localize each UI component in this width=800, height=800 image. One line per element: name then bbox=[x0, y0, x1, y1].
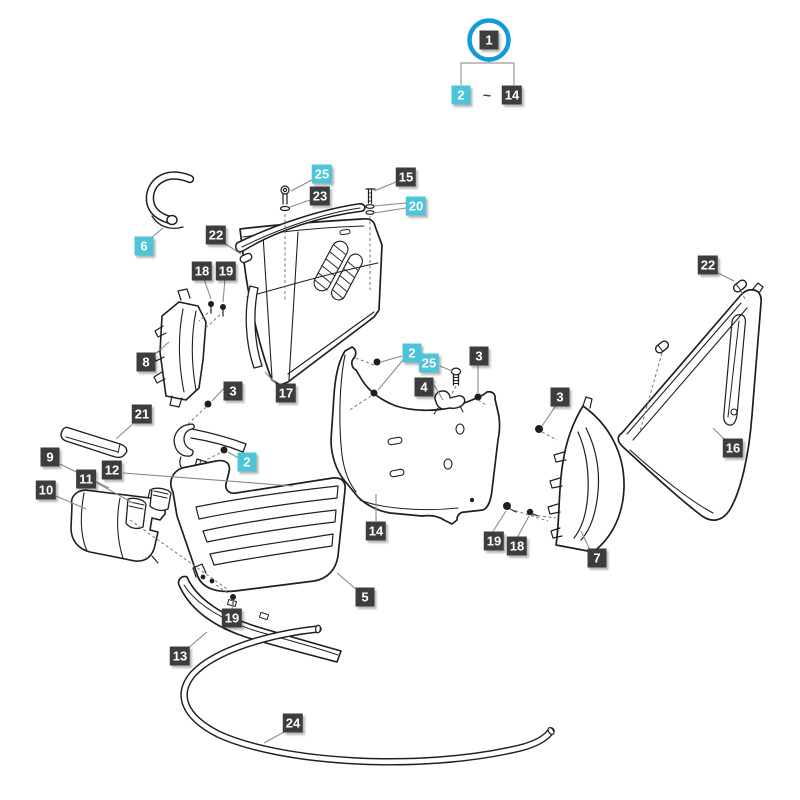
callout-2-20[interactable]: 2 bbox=[402, 343, 422, 363]
range-separator: ~ bbox=[482, 87, 492, 103]
callout-24-34[interactable]: 24 bbox=[282, 713, 304, 733]
callout-22-7[interactable]: 22 bbox=[205, 225, 227, 245]
callout-12-16[interactable]: 12 bbox=[101, 460, 123, 480]
assembly-dash-lines bbox=[129, 214, 747, 595]
callout-3-12[interactable]: 3 bbox=[223, 381, 243, 401]
part-13-lower-trim bbox=[177, 563, 342, 663]
part-14-front-panel bbox=[330, 346, 501, 525]
callout-14-2[interactable]: 14 bbox=[501, 85, 523, 105]
leader-lines bbox=[55, 179, 735, 744]
part-7-side-trim bbox=[547, 396, 625, 553]
callout-3-24[interactable]: 3 bbox=[550, 387, 570, 407]
bolt-25 bbox=[450, 367, 462, 386]
part-21-trim-bar bbox=[60, 426, 128, 459]
callout-22-29[interactable]: 22 bbox=[697, 255, 719, 275]
hood-vent-grille bbox=[313, 240, 364, 301]
callout-20-6[interactable]: 20 bbox=[405, 196, 427, 216]
part-12-plate bbox=[149, 487, 172, 512]
callout-17-13[interactable]: 17 bbox=[275, 383, 297, 403]
part-4-latch bbox=[434, 390, 466, 410]
part-hood-front-trim bbox=[235, 203, 366, 264]
part-8-bracket-panel bbox=[152, 288, 207, 408]
part-6-handle bbox=[145, 171, 195, 230]
part-24-bumper-tube bbox=[180, 624, 555, 766]
callout-15-5[interactable]: 15 bbox=[395, 167, 417, 187]
part-5-front-grille bbox=[170, 423, 346, 593]
callout-7-28[interactable]: 7 bbox=[587, 548, 607, 568]
callout-2-19[interactable]: 2 bbox=[237, 452, 257, 472]
part-3-pillar-strip bbox=[245, 285, 263, 369]
part-16-side-panel bbox=[617, 279, 764, 521]
callout-5-31[interactable]: 5 bbox=[355, 587, 375, 607]
screw-25-washer-23 bbox=[279, 185, 291, 212]
selected-item-highlight-circle bbox=[467, 18, 511, 62]
callout-3-22[interactable]: 3 bbox=[469, 346, 489, 366]
callout-25-3[interactable]: 25 bbox=[311, 164, 333, 184]
callout-21-14[interactable]: 21 bbox=[131, 404, 153, 424]
callout-19-10[interactable]: 19 bbox=[215, 261, 237, 281]
callout-13-33[interactable]: 13 bbox=[169, 646, 191, 666]
callout-19-26[interactable]: 19 bbox=[483, 531, 505, 551]
callout-18-9[interactable]: 18 bbox=[191, 261, 213, 281]
part-17-hood-panel bbox=[239, 217, 383, 386]
callout-2-1[interactable]: 2 bbox=[451, 85, 471, 105]
callout-4-23[interactable]: 4 bbox=[414, 377, 434, 397]
callout-18-27[interactable]: 18 bbox=[506, 536, 528, 556]
callout-11-17[interactable]: 11 bbox=[76, 469, 96, 489]
callout-10-18[interactable]: 10 bbox=[35, 480, 57, 500]
callout-9-15[interactable]: 9 bbox=[40, 447, 60, 467]
callout-23-4[interactable]: 23 bbox=[309, 186, 331, 206]
callout-8-11[interactable]: 8 bbox=[136, 352, 156, 372]
callout-19-32[interactable]: 19 bbox=[221, 608, 243, 628]
callout-25-21[interactable]: 25 bbox=[418, 353, 440, 373]
assembly-ref-bracket bbox=[460, 60, 515, 85]
screws-18-19-upper bbox=[208, 301, 226, 317]
screw-15-washers-20 bbox=[365, 188, 376, 215]
fastener-clips bbox=[204, 358, 543, 606]
callout-6-8[interactable]: 6 bbox=[134, 236, 154, 256]
callout-16-30[interactable]: 16 bbox=[722, 438, 744, 458]
callout-14-25[interactable]: 14 bbox=[365, 521, 387, 541]
callout-1-0[interactable]: 1 bbox=[479, 30, 499, 50]
